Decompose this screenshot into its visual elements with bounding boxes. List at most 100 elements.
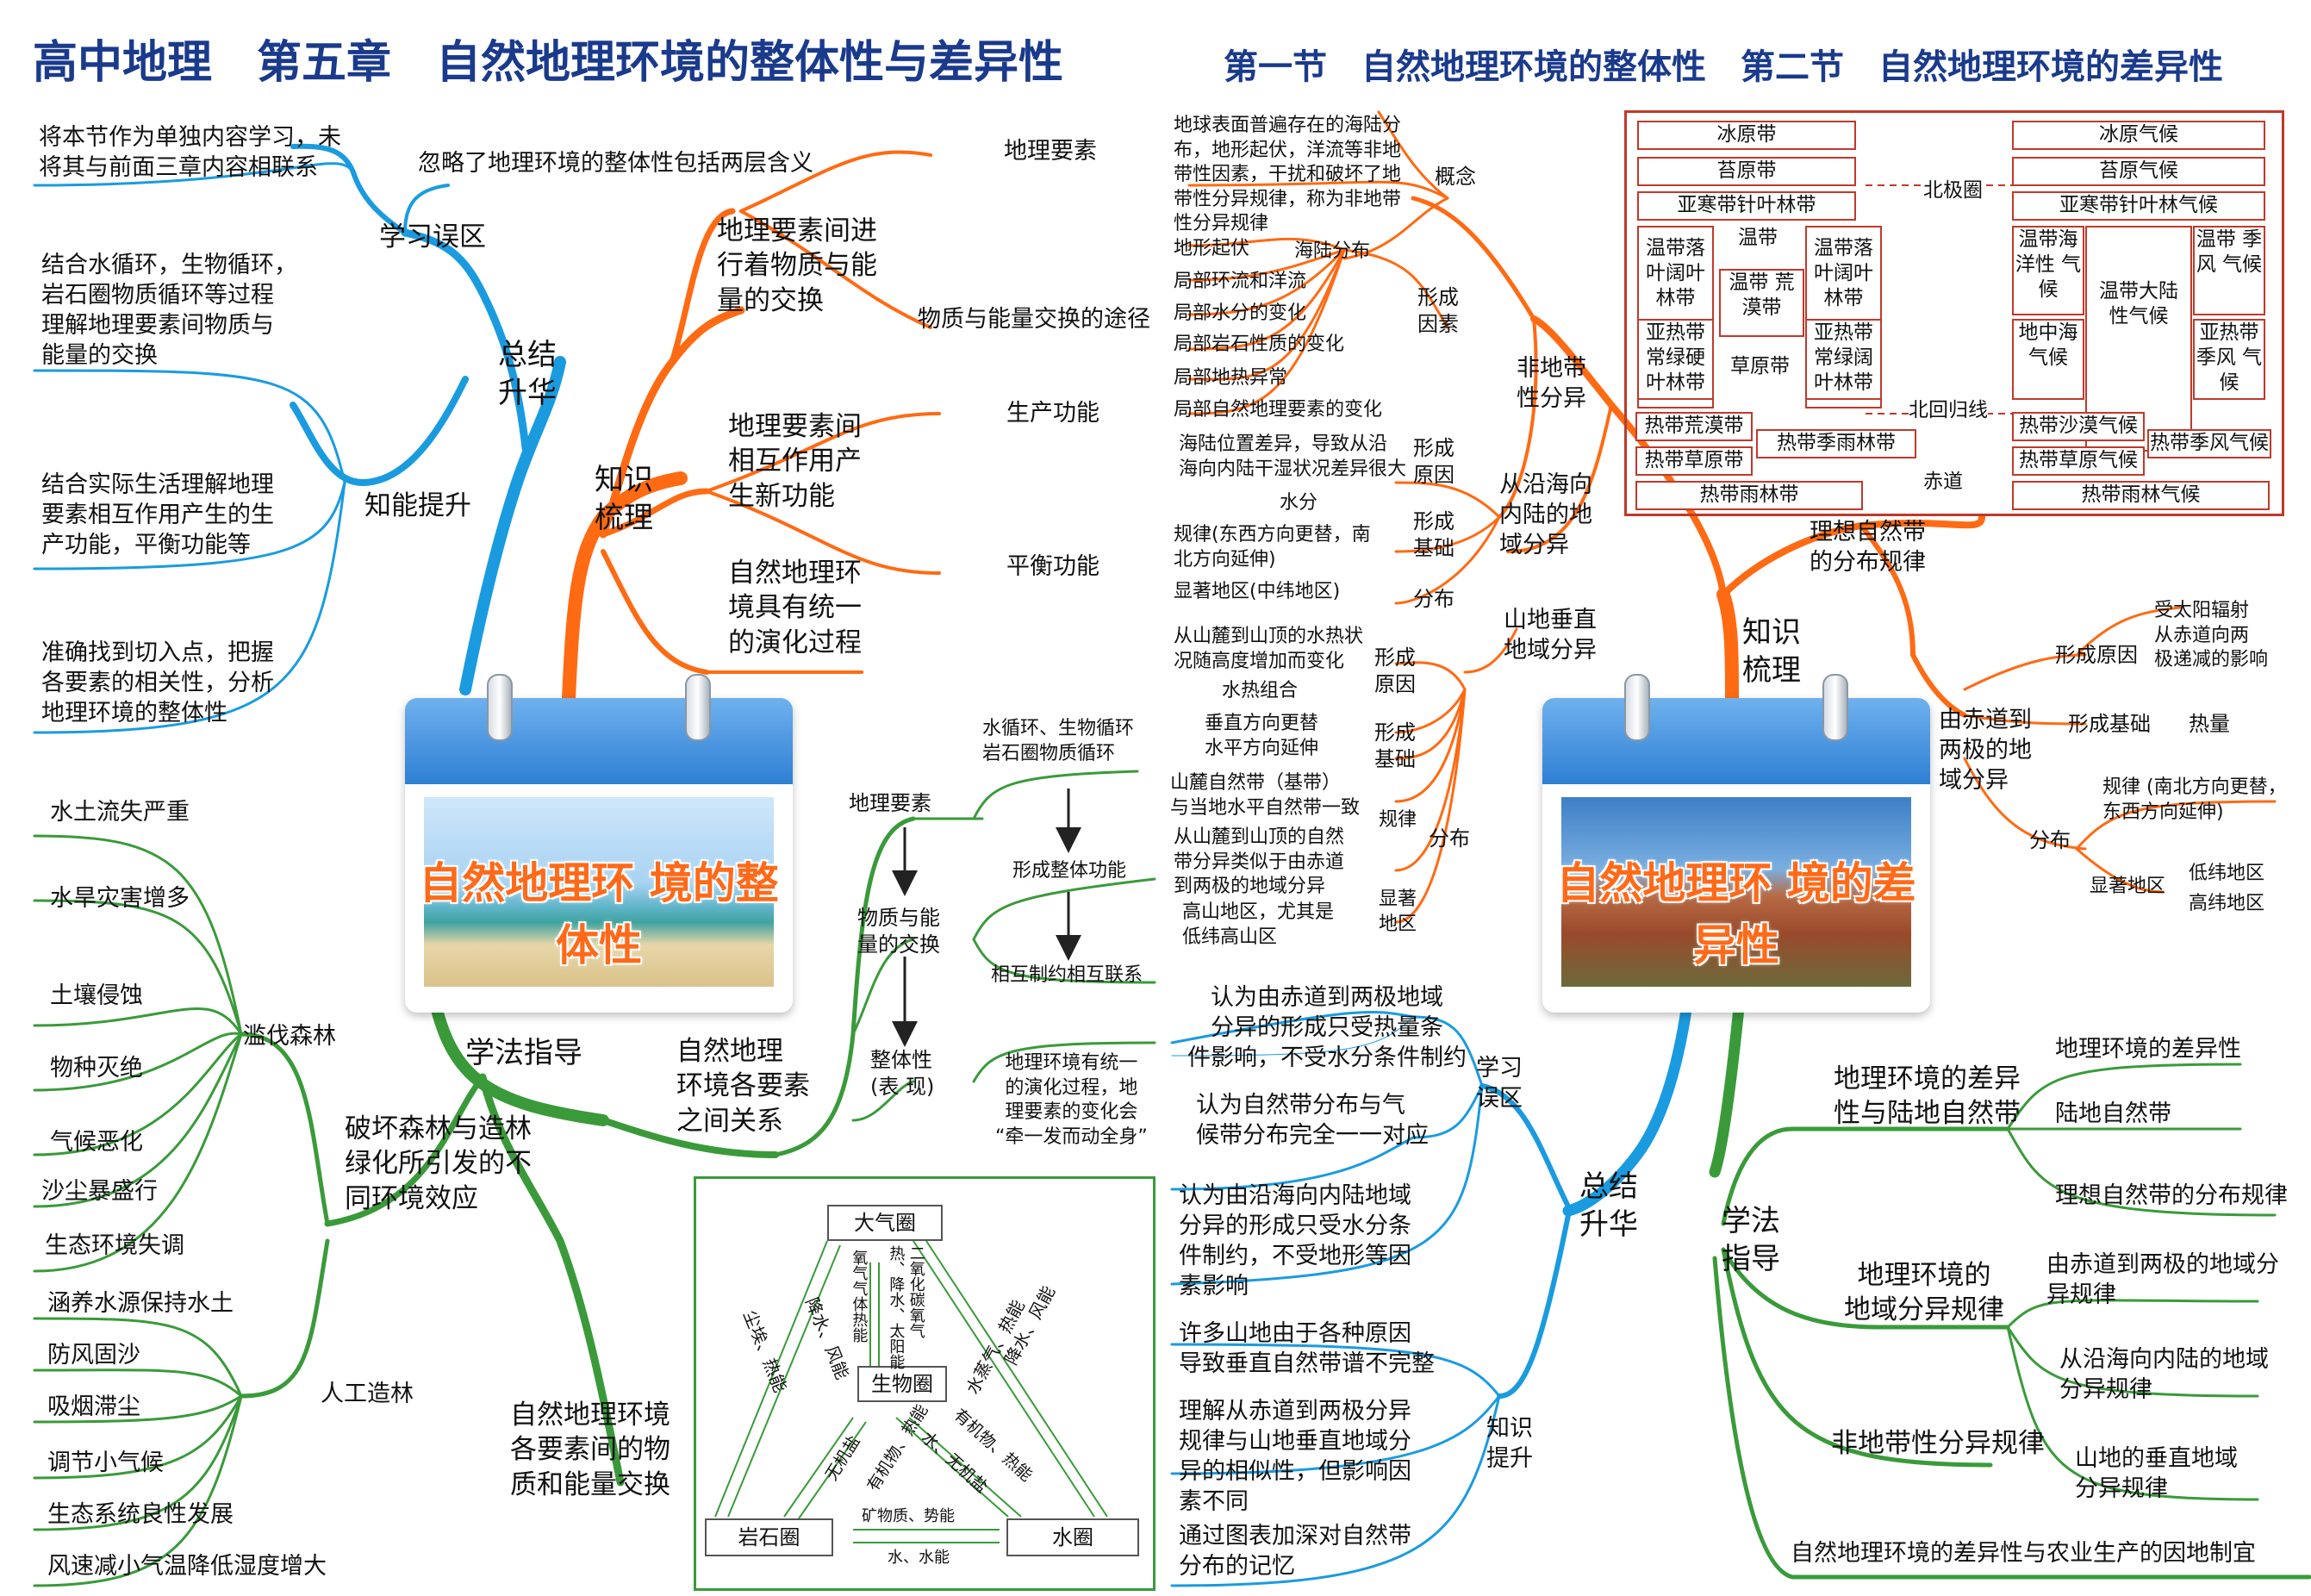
method-diff: 地理环境的差异 性与陆地自然带 <box>1834 1063 2021 1130</box>
mountain-rule-text: 从山麓到山顶的自然 带分异类似于由赤道 到两极的地域分异 <box>1174 826 1345 898</box>
method-diff-item: 地理环境的差异性 <box>2055 1036 2241 1063</box>
misconception-item: 认为自然带分布与气 候带分布完全一一对应 <box>1196 1092 1429 1150</box>
factor-item: 局部岩石性质的变化 <box>1174 334 1345 355</box>
relation-cycles: 水循环、生物循环 岩石圈物质循环 <box>982 718 1135 764</box>
misconception-item: 认为由赤道到两极地域 分异的形成只受热量条 件影响，不受水分条件制约 <box>1187 984 1467 1072</box>
ep-cause-text: 受太阳辐射 从赤道向两 极递减的影响 <box>2154 600 2269 671</box>
ability-item: 结合实际生活理解地理 要素相互作用产生的生 产功能，平衡功能等 <box>41 471 274 559</box>
zone-cell: 温带 荒漠带 <box>1719 269 1804 337</box>
factor-item: 局部水分的变化 <box>1174 302 1307 324</box>
zone-cell: 冰原带 <box>1637 121 1856 150</box>
mountain-label: 山地垂直 地域分异 <box>1504 607 1597 664</box>
zone-cell: 热带草原带 <box>1635 446 1753 476</box>
deforest-item: 水土流失严重 <box>50 799 190 826</box>
climate-cell: 热带草原气候 <box>2012 446 2145 476</box>
knowledge-geo-element: 地理要素 <box>1004 138 1097 165</box>
afforest-item: 调节小气候 <box>47 1449 164 1476</box>
cycle-label: 二氧化碳氧气 热、降水、太阳能 <box>887 1245 925 1369</box>
ep-area-label: 显著地区 <box>2090 876 2166 897</box>
relation-geo-element: 地理要素 <box>849 791 931 815</box>
right-misconception-label: 学习 误区 <box>1476 1055 1523 1113</box>
mountain-area-text: 高山地区，尤其是 低纬高山区 <box>1182 901 1335 948</box>
climate-cell: 冰原气候 <box>2012 121 2265 150</box>
method-nonzonal: 非地带性分异规律 <box>1831 1428 2045 1459</box>
coast-basis-label: 形成 基础 <box>1413 509 1454 561</box>
method-agri: 自然地理环境的差异性与农业生产的因地制宜 <box>1791 1540 2256 1567</box>
atmosphere-box: 大气圈 <box>827 1205 943 1241</box>
afforest-item: 防风固沙 <box>47 1342 140 1368</box>
right-summary-label: 总结 升华 <box>1579 1169 1638 1243</box>
mountain-dist-label: 分布 <box>1429 826 1470 851</box>
climate-cell: 温带 季风 气候 <box>2193 226 2265 315</box>
knowledge-evolution: 自然地理环 境具有统一 的演化过程 <box>728 558 862 658</box>
red-rock-photo <box>1561 797 1911 987</box>
method-rule-item: 山地的垂直地域 分异规律 <box>2075 1445 2238 1503</box>
factors-label: 形成 因素 <box>1417 285 1459 337</box>
knowledge-new-function: 地理要素间 相互作用产 生新功能 <box>728 411 862 512</box>
zone-cell: 热带荒漠带 <box>1635 412 1753 441</box>
equator-label: 赤道 <box>1923 471 1963 493</box>
arctic-circle-label: 北极圈 <box>1923 178 1983 204</box>
zone-cell: 亚寒带针叶林带 <box>1637 191 1856 221</box>
forest-effects: 破坏森林与造林 绿化所引发的不 同环境效应 <box>345 1113 532 1214</box>
zone-cell: 苔原带 <box>1637 157 1856 186</box>
zone-cell: 热带雨林带 <box>1635 481 1863 510</box>
climate-cell: 热带沙漠气候 <box>2012 412 2145 441</box>
biosphere-box: 生物圈 <box>857 1366 947 1402</box>
misconception-item: 认为由沿海向内陆地域 分异的形成只受水分条 件制约，不受地形等因 素影响 <box>1179 1182 1411 1300</box>
beach-photo <box>424 797 774 987</box>
ideal-zone-label: 理想自然带 的分布规律 <box>1810 519 1926 577</box>
coast-rule-text: 规律(东西方向更替，南 北方向延伸) <box>1174 524 1371 570</box>
knowledge-exchange-path: 物质与能量交换的途径 <box>918 306 1150 333</box>
factor-item: 海陆分布 <box>1294 240 1371 262</box>
zone-cell: 亚热带 常绿阔 叶林带 <box>1805 319 1882 400</box>
improve-item: 许多山地由于各种原因 导致垂直自然带谱不完整 <box>1179 1320 1435 1378</box>
section-title: 第一节 自然地理环境的整体性 第二节 自然地理环境的差异性 <box>1224 47 2223 87</box>
card-header <box>405 698 793 784</box>
left-summary-label: 总结 升华 <box>498 338 557 411</box>
concept-text: 地球表面普遍存在的海陆分 布，地形起伏，洋流等非地 带性因素，干扰和破坏了地 带… <box>1174 115 1402 235</box>
hydrosphere-box: 水圈 <box>1006 1518 1139 1556</box>
right-improve-label: 知识 提升 <box>1486 1415 1533 1473</box>
method-diff-item: 陆地自然带 <box>2055 1100 2171 1127</box>
right-card-title: 自然地理环 境的差异性 <box>1556 858 1916 970</box>
relation-exchange: 物质与能 量的交换 <box>857 906 940 957</box>
mountain-area-label: 显著 地区 <box>1379 888 1417 935</box>
zone-cell: 热带季雨林带 <box>1756 429 1916 458</box>
deforest-item: 沙尘暴盛行 <box>41 1178 158 1205</box>
climate-cell: 亚寒带针叶林气候 <box>2012 191 2265 221</box>
method-rule: 地理环境的 地域分异规律 <box>1844 1260 2004 1326</box>
afforest-item: 生态系统良性发展 <box>47 1501 234 1528</box>
relation-mutual: 相互制约相互联系 <box>991 964 1143 986</box>
knowledge-production: 生产功能 <box>1006 400 1099 427</box>
deforest-label: 滥伐森林 <box>243 1023 336 1050</box>
knowledge-balance: 平衡功能 <box>1006 553 1099 580</box>
relation-evolution: 地理环境有统一 的演化过程，地 理要素的变化会 “牵一发而动全身” <box>995 1052 1148 1148</box>
afforest-label: 人工造林 <box>321 1381 414 1407</box>
deforest-item: 气候恶化 <box>50 1129 143 1156</box>
misconception-note-two: 忽略了地理环境的整体性包括两层含义 <box>418 150 813 177</box>
mountain-rule-text: 山麓自然带（基带） 与当地水平自然带一致 <box>1170 772 1361 819</box>
ep-basis-label: 形成基础 <box>2068 712 2151 736</box>
card-header <box>1542 698 1930 784</box>
climate-cell: 地中海 气候 <box>2012 319 2084 400</box>
deforest-item: 土壤侵蚀 <box>50 982 143 1009</box>
binder-ring-icon <box>1822 674 1848 741</box>
mountain-cause-text: 从山麓到山顶的水热状 况随高度增加而变化 <box>1174 626 1364 672</box>
coast-cause-text: 海陆位置差异，导致从沿 海向内陆干湿状况差异很大 <box>1179 433 1407 480</box>
coast-dist-text: 显著地区(中纬地区) <box>1174 581 1341 602</box>
equator-pole-label: 由赤道到 两极的地 域分异 <box>1939 707 2032 795</box>
zone-cell: 草原带 <box>1719 340 1801 392</box>
climate-cell: 热带季风气候 <box>2147 429 2271 458</box>
learning-misconception-label: 学习误区 <box>379 221 486 252</box>
cycle-label: 水、水能 <box>888 1549 950 1567</box>
relations-label: 自然地理 环境各要素 之间关系 <box>676 1036 810 1137</box>
left-calendar-card: 自然地理环 境的整体性 <box>405 674 793 1013</box>
relation-function: 形成整体功能 <box>1012 860 1127 882</box>
improve-item: 理解从赤道到两极分异 规律与山地垂直地域分 异的相似性，但影响因 素不同 <box>1179 1398 1411 1516</box>
ep-basis-text: 热量 <box>2189 712 2230 736</box>
knowledge-exchange: 地理要素间进 行着物质与能 量的交换 <box>717 215 877 316</box>
binder-ring-icon <box>1624 674 1650 741</box>
